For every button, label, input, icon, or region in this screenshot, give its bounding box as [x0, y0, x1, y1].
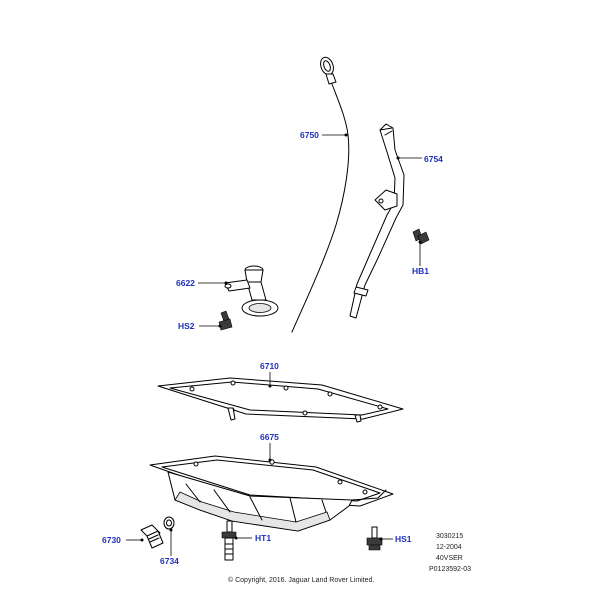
- ref-date: 12-2004: [436, 544, 462, 551]
- label-hs2[interactable]: HS2: [178, 321, 195, 331]
- oil-pan: [149, 455, 394, 532]
- drawing-reference: 3030215 12-2004 40VSER P0123592-03: [429, 533, 471, 573]
- label-6750[interactable]: 6750: [300, 130, 319, 140]
- copyright-text: © Copyright, 2016. Jaguar Land Rover Lim…: [228, 576, 374, 584]
- drain-plug: [140, 524, 164, 549]
- label-6730[interactable]: 6730: [102, 535, 121, 545]
- oil-pickup: [224, 265, 279, 317]
- dipstick: [291, 56, 350, 333]
- dipstick-tube: [349, 123, 405, 319]
- label-ht1[interactable]: HT1: [255, 533, 271, 543]
- bolt-hs1: [366, 526, 383, 551]
- label-6734[interactable]: 6734: [160, 556, 179, 566]
- leader-lines: [126, 133, 422, 556]
- label-6622[interactable]: 6622: [176, 278, 195, 288]
- oil-pan-gasket: [157, 377, 404, 423]
- ref-illustration-id: P0123592-03: [429, 566, 471, 573]
- label-hb1[interactable]: HB1: [412, 266, 429, 276]
- label-6754[interactable]: 6754: [424, 154, 443, 164]
- drain-plug-washer: [163, 516, 175, 530]
- label-6710[interactable]: 6710: [260, 361, 279, 371]
- label-hs1[interactable]: HS1: [395, 534, 412, 544]
- bolt-hs2: [218, 310, 233, 331]
- part-labels: 6750 6754 HB1 6622 HS2 6710 6675 6730 67…: [102, 130, 443, 566]
- label-6675[interactable]: 6675: [260, 432, 279, 442]
- stud-ht1: [221, 520, 237, 561]
- ref-number: 3030215: [436, 533, 463, 540]
- ref-series: 40VSER: [436, 555, 463, 562]
